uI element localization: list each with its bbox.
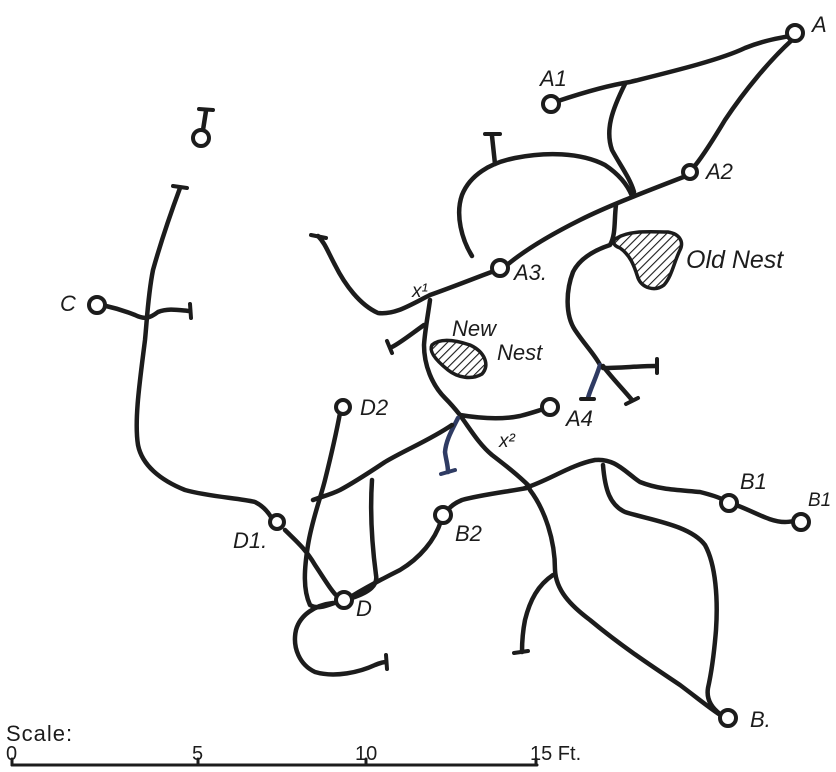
trail-x2-segment	[459, 415, 533, 490]
label-a3: A3.	[512, 260, 547, 285]
node-b-circle	[718, 708, 738, 728]
node-a1-circle	[541, 94, 561, 114]
label-b2: B2	[455, 521, 482, 546]
trail-old-nest-fork-2	[600, 363, 635, 403]
trail-a2-to-a3	[504, 173, 689, 268]
scale-title: Scale:	[6, 721, 73, 746]
trails	[103, 33, 799, 719]
nodes	[87, 23, 811, 728]
trail-left-main	[134, 185, 274, 520]
node-b2-circle	[433, 505, 453, 525]
scale-bar: Scale: 0 5 10 15 Ft.	[6, 721, 581, 767]
labels: A A1 A2 A3. Old Nest x¹ New Nest A4 D2 x…	[60, 12, 831, 732]
nests	[429, 230, 684, 380]
scale-tick-label: 15 Ft.	[530, 743, 581, 765]
trail-to-a4	[457, 406, 547, 421]
label-b: B.	[750, 707, 771, 732]
label-d2: D2	[360, 395, 388, 420]
trail-x1-left-stub	[389, 322, 427, 350]
label-a2: A2	[704, 159, 733, 184]
label-new-nest-line2: Nest	[497, 340, 543, 365]
trail-x1-down	[421, 297, 463, 418]
trail-old-nest-branch	[565, 202, 619, 368]
node-a2-circle	[681, 163, 699, 181]
trail-middle-to-d	[349, 477, 379, 601]
trail-end-bar	[624, 396, 640, 406]
trail-b1-to-b1	[733, 502, 799, 525]
trail-a-to-a2	[690, 37, 795, 171]
label-x1: x¹	[411, 281, 428, 302]
label-a1: A1	[538, 66, 567, 91]
label-new-nest-line1: New	[452, 316, 498, 341]
trail-to-b2	[445, 485, 530, 513]
label-b1-right: B1	[808, 490, 831, 511]
scale-tick-label: 0	[6, 743, 17, 765]
node-b1-right-circle	[791, 512, 811, 532]
new-nest-hatched	[429, 338, 488, 380]
trail-top-connector	[607, 81, 637, 195]
label-old-nest: Old Nest	[686, 246, 784, 274]
scale-tick-label: 5	[192, 743, 203, 765]
trail-d1-to-d	[282, 527, 341, 600]
node-b1-left-circle	[719, 493, 739, 513]
trail-upper-stub	[489, 133, 498, 167]
label-c: C	[60, 291, 76, 316]
old-nest-hatched	[611, 230, 684, 291]
node-d2-circle	[334, 398, 352, 416]
trail-blue-stub	[442, 415, 461, 475]
label-x2: x²	[498, 431, 516, 452]
label-b1-left: B1	[740, 469, 767, 494]
node-a-circle	[785, 23, 805, 43]
label-a4: A4	[564, 406, 593, 431]
scale-tick-label: 10	[355, 743, 377, 765]
trail-end-bar	[384, 653, 389, 671]
trail-to-d1-area	[310, 422, 455, 503]
node-d1-circle	[268, 513, 286, 531]
trail-isolated-stub	[200, 108, 209, 133]
trail-a1-to-a	[555, 33, 793, 104]
trail-end-bar	[309, 233, 328, 240]
trail-end-bar	[512, 649, 530, 655]
trail-d-lower-loop	[292, 600, 389, 677]
trail-end-bar	[439, 468, 457, 476]
node-d-circle	[334, 590, 354, 610]
trail-upper-loop	[457, 151, 635, 259]
trail-end-bar	[188, 302, 193, 320]
trail-to-b	[527, 487, 725, 719]
trail-lower-stub	[519, 572, 556, 655]
node-isolated-circle	[191, 128, 211, 148]
trail-end-bar	[171, 184, 189, 190]
node-c-circle	[87, 295, 107, 315]
label-a: A	[810, 12, 827, 37]
node-a4-circle	[540, 397, 560, 417]
trail-old-nest-fork-1	[585, 362, 603, 401]
trail-a3-to-x1-branch	[315, 233, 497, 316]
trail-end-bar	[385, 339, 394, 355]
trail-end-bar	[197, 107, 215, 112]
trail-old-nest-fork-3	[600, 363, 659, 371]
trail-b2-to-d	[349, 518, 444, 599]
trail-lower-right-loop	[600, 462, 723, 717]
trail-to-b1	[522, 457, 727, 503]
label-d: D	[356, 596, 372, 621]
node-a3-circle	[490, 258, 510, 278]
label-d1: D1.	[233, 528, 267, 553]
